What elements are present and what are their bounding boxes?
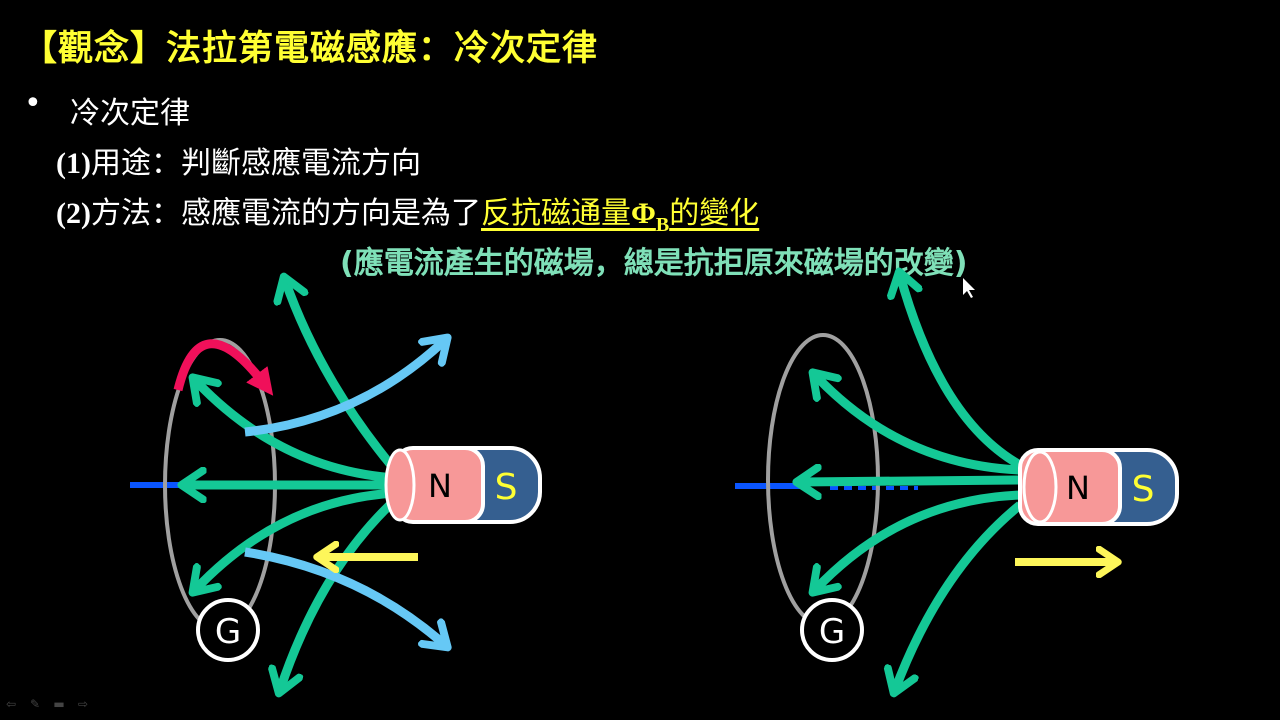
next-slide-icon[interactable]: ⇨: [77, 697, 89, 711]
induced-current-arrow: [173, 339, 274, 396]
bullet-dot: •: [24, 86, 42, 121]
item-purpose: (1)用途：判斷感應電流方向: [56, 138, 421, 182]
field-line: [195, 488, 396, 590]
prev-slide-icon[interactable]: ⇦: [5, 697, 17, 711]
note-text: (應電流產生的磁場，總是抗拒原來磁場的改變): [340, 246, 968, 281]
highlight-text: 反抗磁通量: [480, 196, 631, 231]
galvanometer-label: G: [819, 612, 845, 652]
menu-icon[interactable]: ▬: [53, 697, 65, 711]
galvanometer-label: G: [215, 612, 241, 652]
item-number: (1): [56, 147, 91, 180]
north-label: N: [428, 467, 452, 505]
phi-symbol: Φ: [630, 197, 656, 230]
diagram-approaching: N S G: [130, 280, 542, 690]
field-line: [800, 480, 1021, 482]
item-number: (2): [56, 197, 91, 230]
magnet-face: [1022, 450, 1058, 524]
field-line: [195, 380, 396, 483]
slide-title: 【觀念】法拉第電磁感應：冷次定律: [22, 29, 599, 69]
south-label: S: [1132, 469, 1155, 510]
phi-subscript: B: [655, 214, 670, 236]
galvanometer: [800, 598, 864, 662]
galvanometer: [196, 598, 260, 662]
field-line: [815, 490, 1021, 590]
magnet-face: [384, 448, 416, 522]
item-method: (2)方法：感應電流的方向是為了反抗磁通量ΦB的變化: [56, 188, 759, 237]
diagram-receding: N S G: [735, 275, 1179, 690]
field-line: [900, 275, 1023, 469]
field-line: [285, 280, 399, 473]
item-text: 用途：判斷感應電流方向: [90, 146, 421, 181]
induced-field-line: [244, 340, 445, 437]
heading-lenz-law: 冷次定律: [70, 96, 190, 131]
south-label: S: [495, 467, 518, 508]
highlight-phrase: 反抗磁通量ΦB的變化: [480, 196, 760, 236]
highlight-text-end: 的變化: [669, 196, 760, 231]
field-line: [280, 496, 399, 690]
induced-field-line: [244, 547, 445, 645]
mouse-cursor-icon: [963, 278, 975, 298]
pen-icon[interactable]: ✎: [29, 697, 41, 711]
field-line: [895, 501, 1023, 690]
field-line: [815, 375, 1021, 475]
item-text: 方法：感應電流的方向是為了: [90, 196, 481, 231]
slideshow-toolbar: ⇦ ✎ ▬ ⇨: [4, 698, 90, 710]
north-label: N: [1066, 469, 1090, 507]
